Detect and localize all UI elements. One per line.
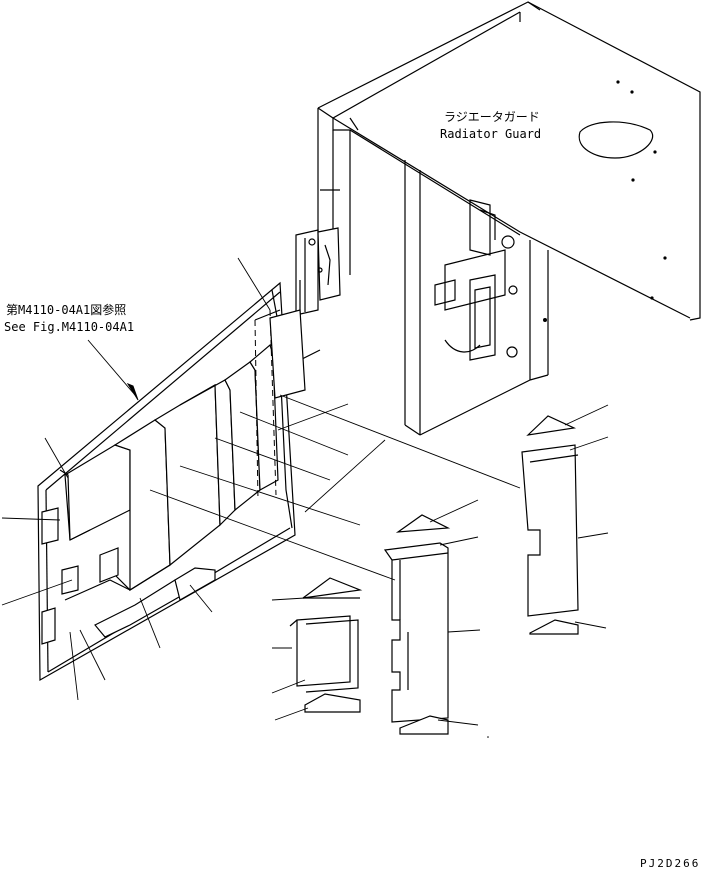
radiator-guard: ラジエータガード Radiator Guard xyxy=(295,1,701,436)
radiator-guard-label-en: Radiator Guard xyxy=(440,127,541,141)
reference-label-jp: 第M4110-04A1図参照 xyxy=(6,302,126,317)
seal-parts xyxy=(289,415,579,735)
door-assembly xyxy=(37,281,306,682)
reference-label-en: See Fig.M4110-04A1 xyxy=(4,320,134,334)
drawing-code: PJ2D266 xyxy=(640,857,700,870)
radiator-guard-label-jp: ラジエータガード xyxy=(444,110,540,124)
leader-lines xyxy=(1,257,609,738)
